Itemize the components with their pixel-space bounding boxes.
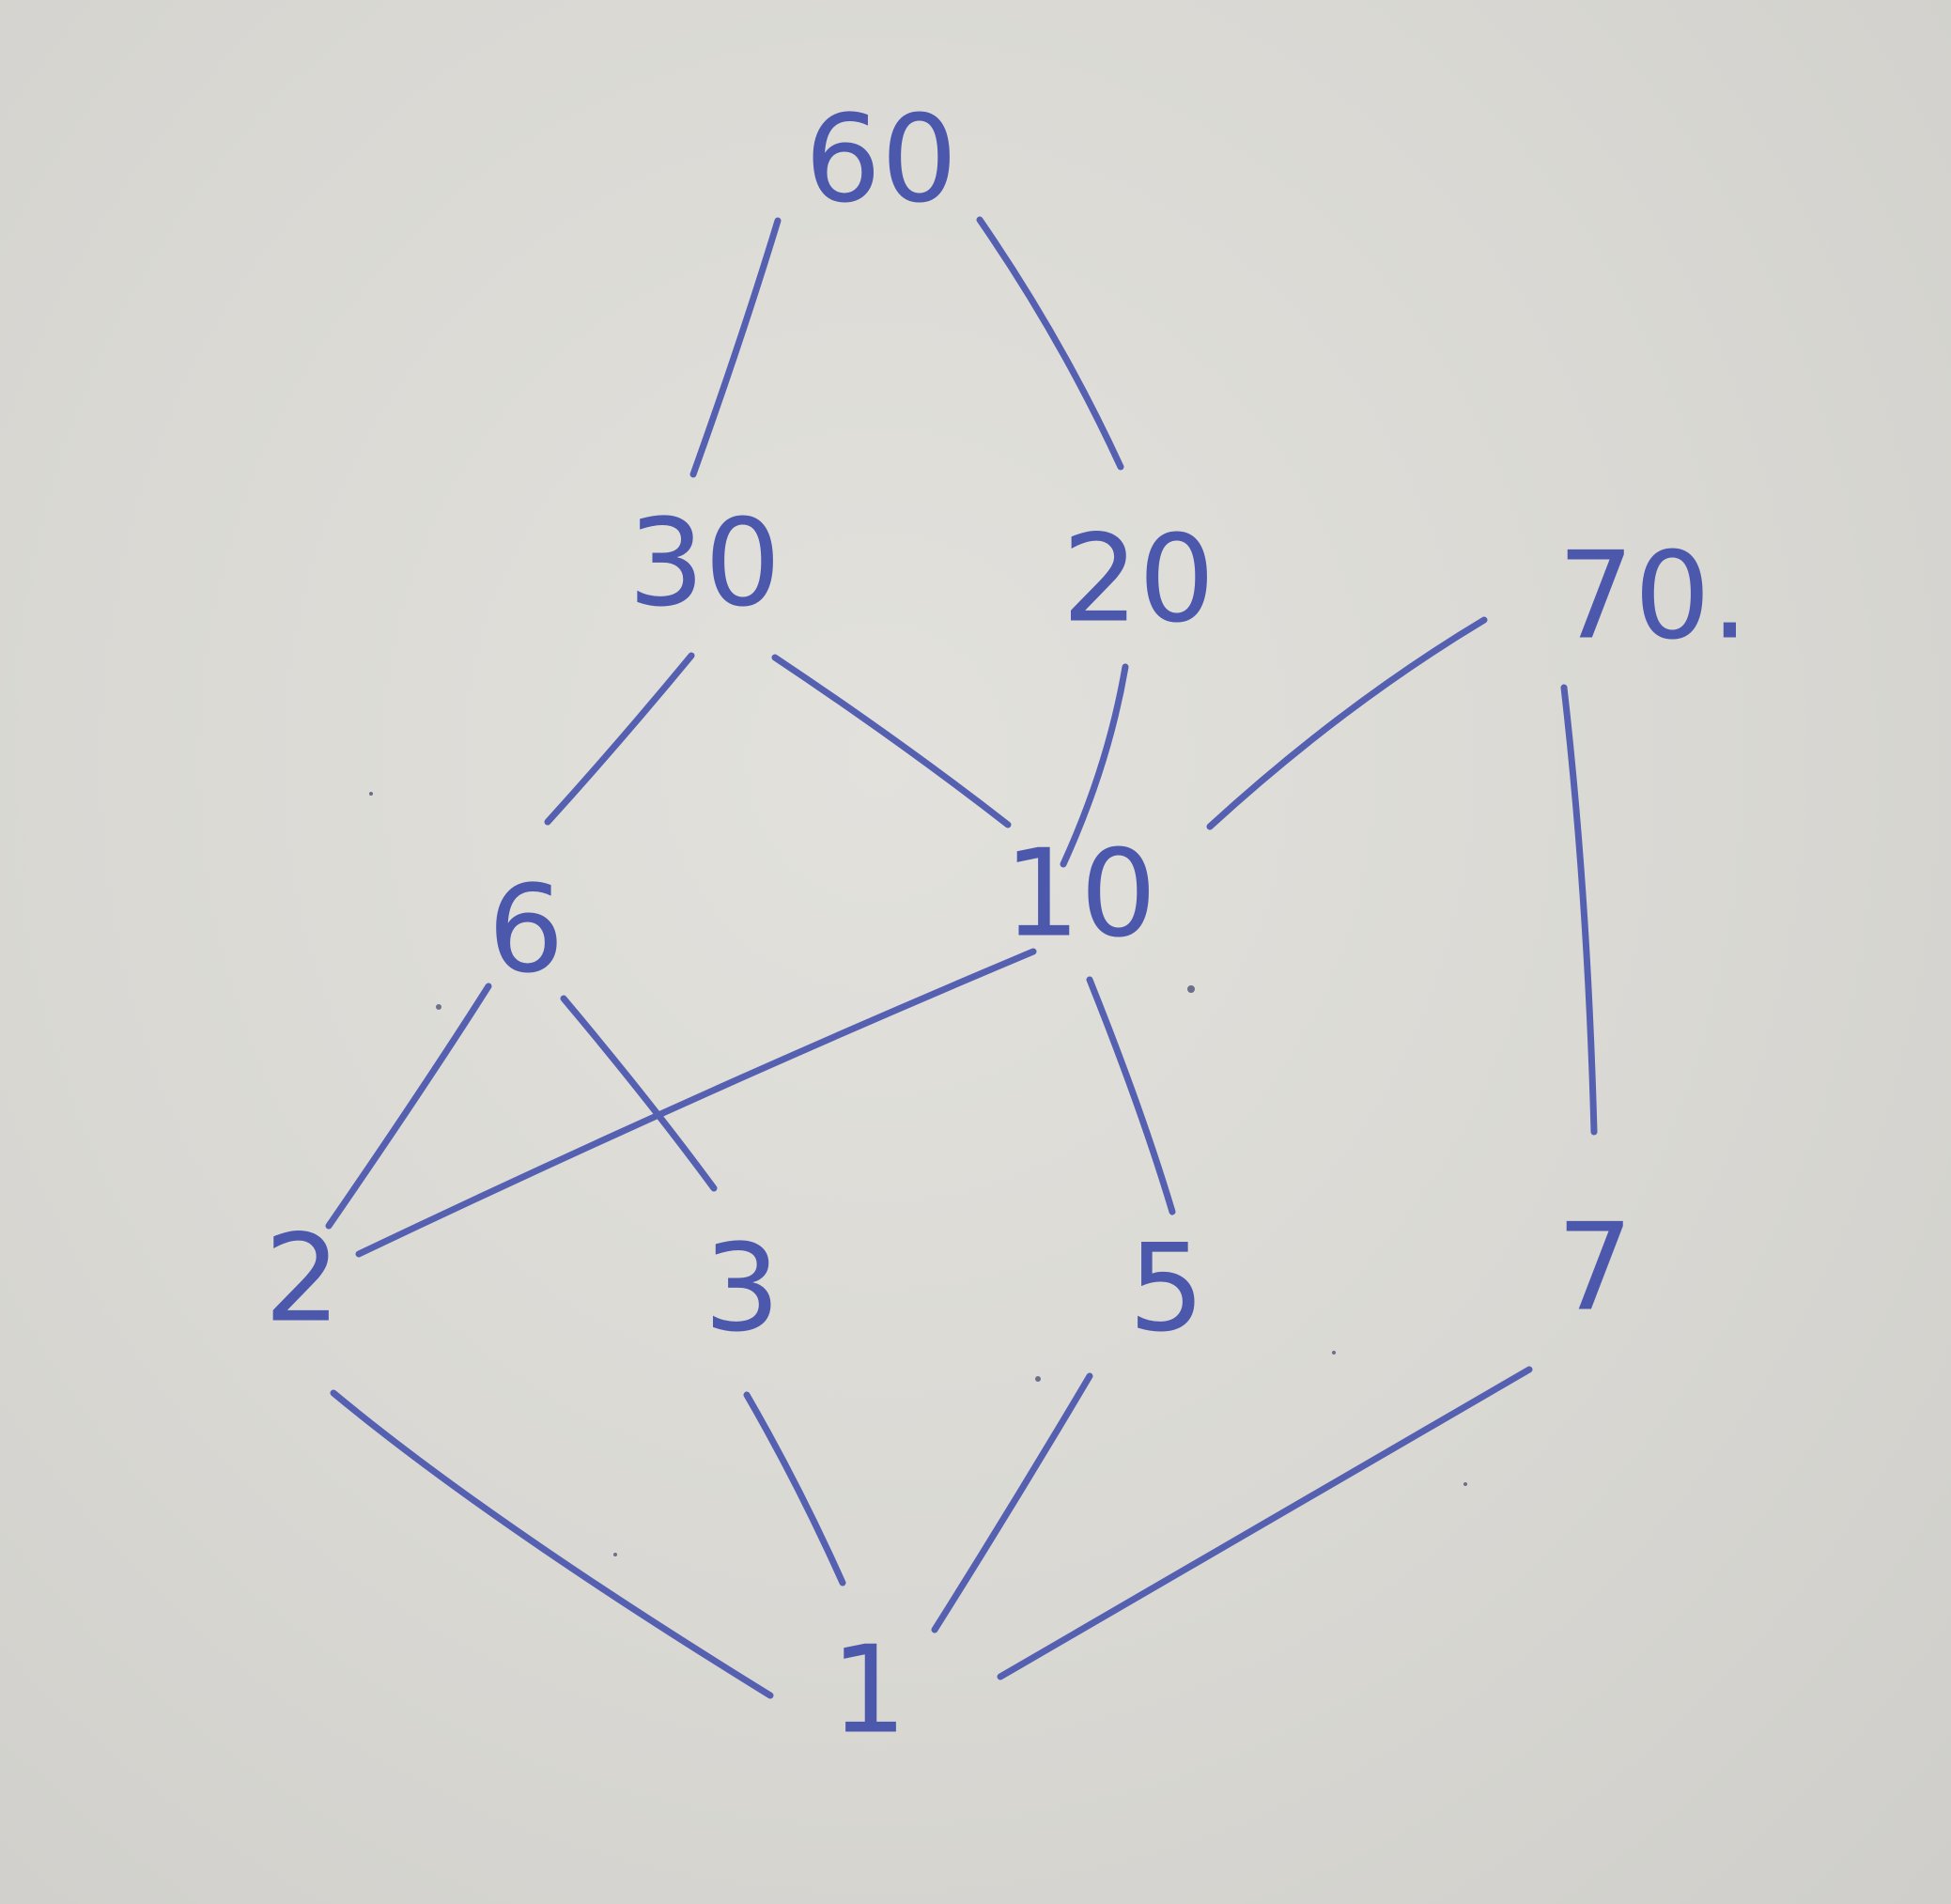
edge-6-2 — [325, 983, 492, 1230]
node-2: 2 — [264, 1210, 340, 1350]
edge-30-6 — [544, 652, 695, 826]
edge-7-1 — [997, 1366, 1533, 1680]
node-20: 20 — [1062, 510, 1216, 650]
speck — [436, 1004, 441, 1010]
speck — [1463, 1482, 1467, 1486]
edge-70-7 — [1560, 684, 1598, 1136]
node-3: 3 — [704, 1219, 780, 1359]
edge-6-3 — [560, 995, 718, 1192]
edge-70-10 — [1206, 616, 1488, 830]
node-70: 70. — [1557, 527, 1749, 667]
edge-60-30 — [689, 217, 782, 478]
edges — [325, 216, 1598, 1699]
speck — [1187, 985, 1195, 993]
edge-30-10 — [771, 654, 1012, 828]
node-5: 5 — [1128, 1219, 1204, 1359]
paper-specks — [369, 792, 1467, 1556]
edge-10-2 — [355, 948, 1037, 1258]
edge-3-1 — [743, 1391, 846, 1587]
node-30: 30 — [628, 494, 782, 634]
edge-5-1 — [931, 1372, 1093, 1633]
speck — [1035, 1376, 1041, 1382]
node-7: 7 — [1556, 1199, 1633, 1339]
speck — [1332, 1351, 1336, 1354]
node-6: 6 — [488, 860, 564, 1000]
edge-20-10 — [1060, 663, 1129, 868]
node-1: 1 — [830, 1621, 906, 1761]
edge-60-20 — [976, 216, 1124, 471]
speck — [369, 792, 373, 796]
nodes: 60 30 20 70. 6 10 2 3 5 7 1 — [264, 90, 1749, 1761]
speck — [613, 1553, 617, 1556]
edge-10-5 — [1086, 976, 1176, 1215]
node-60: 60 — [805, 90, 958, 230]
node-10: 10 — [1004, 825, 1157, 965]
edge-2-1 — [330, 1389, 774, 1699]
